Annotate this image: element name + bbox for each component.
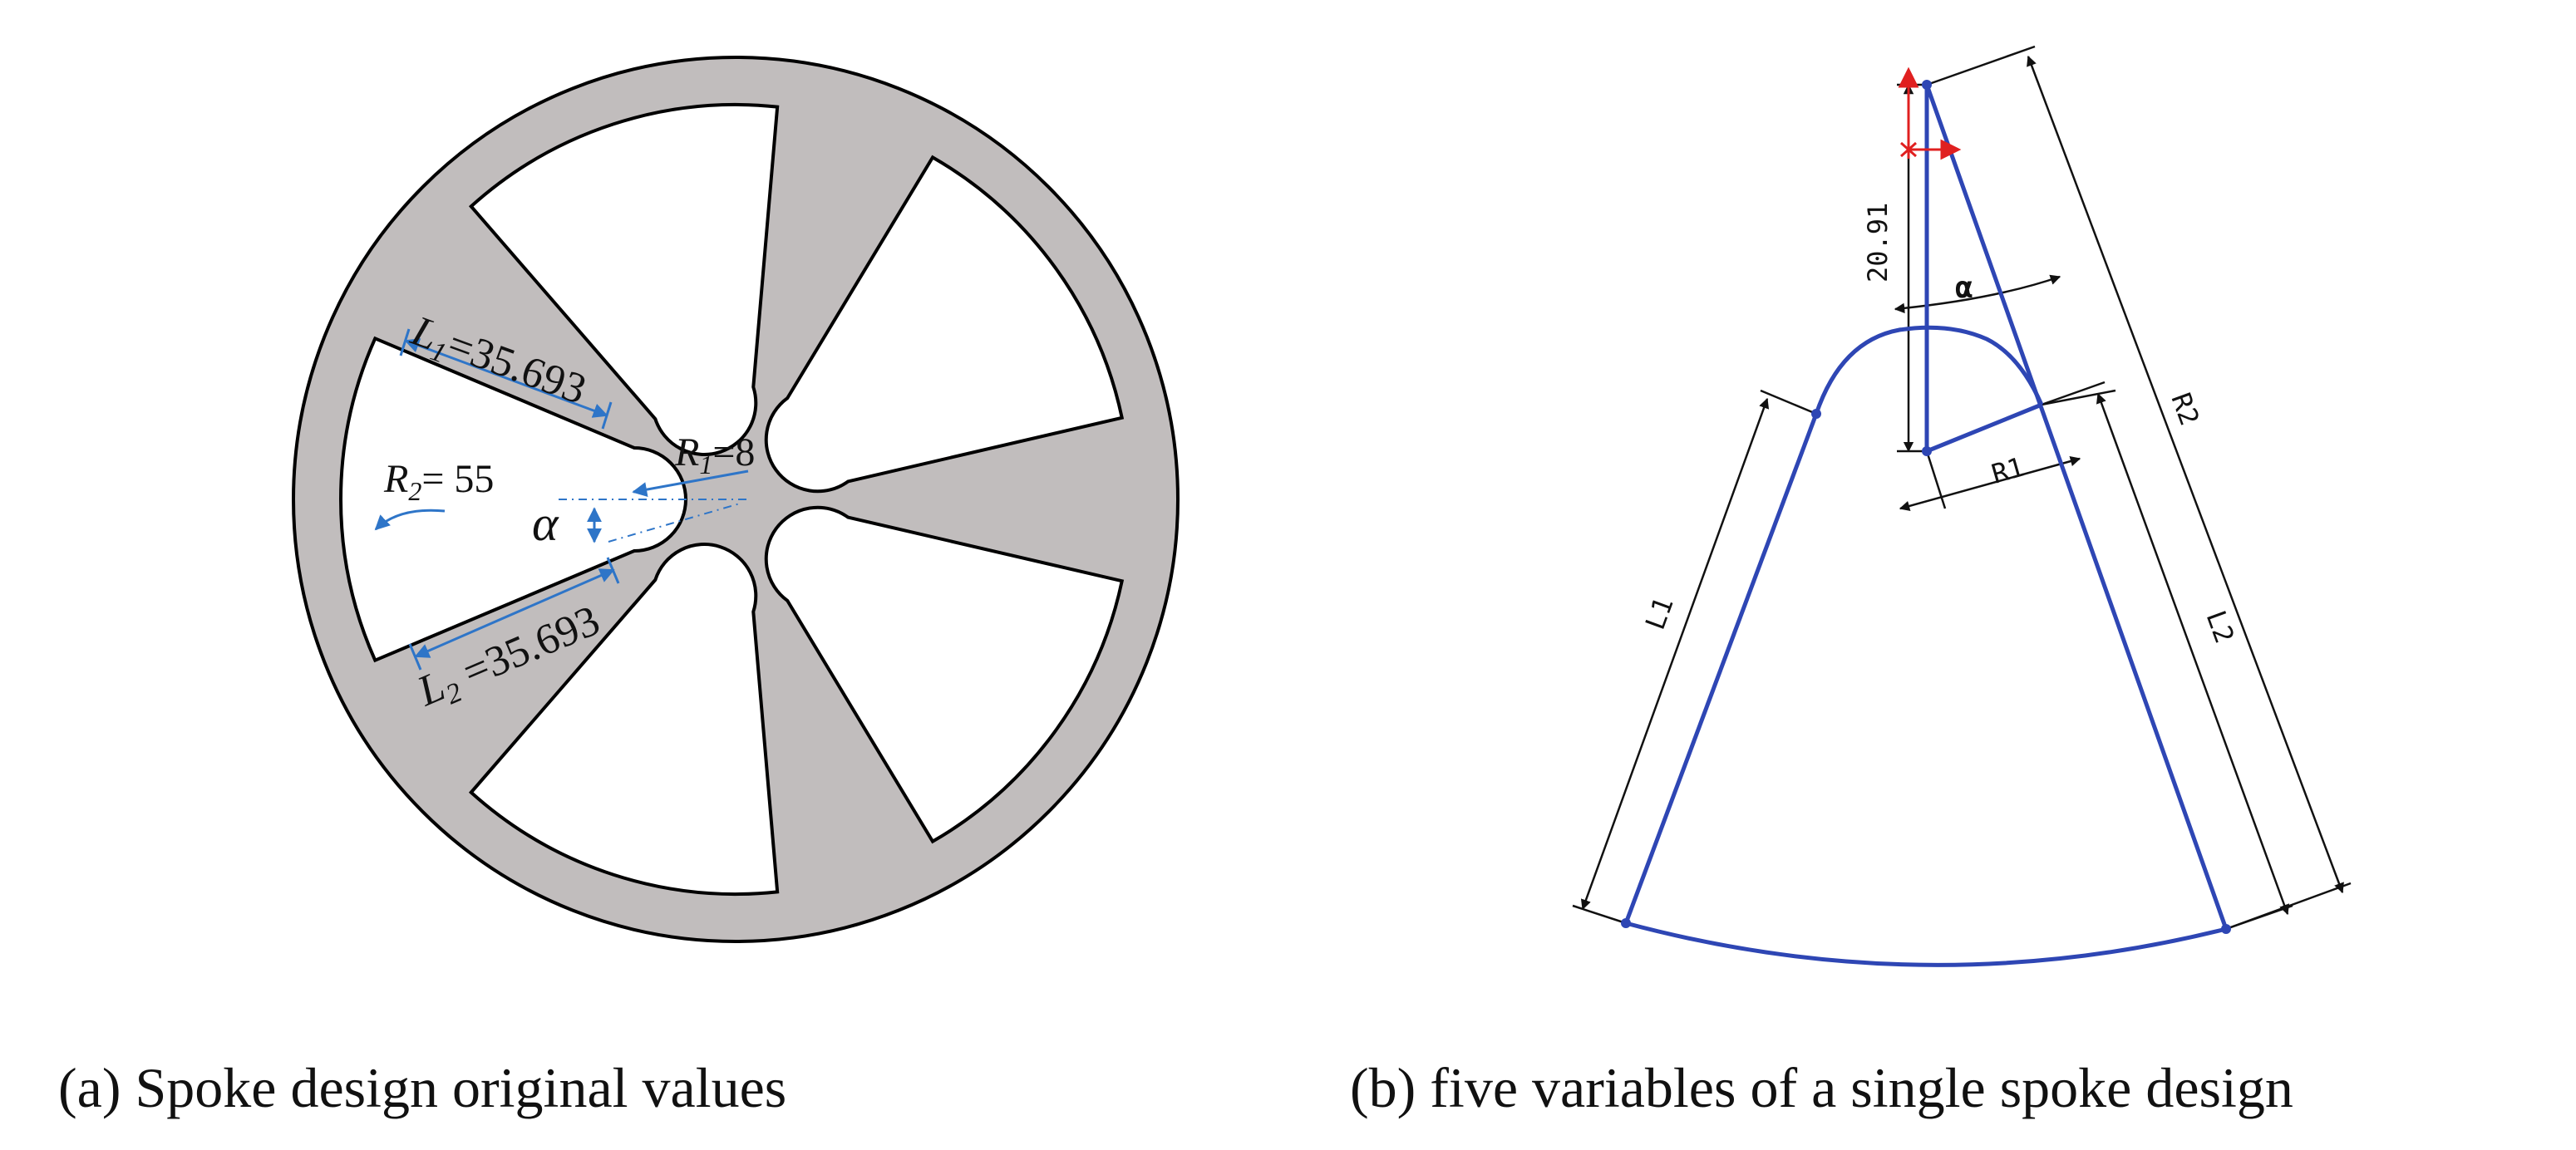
origin-constraint-marker: [1898, 66, 1962, 160]
l2-dim-label: L2: [2199, 607, 2240, 647]
sketch-top-arc: [1814, 325, 2044, 415]
wheel: [291, 56, 1180, 943]
panel-a: L1=35.693 L2 =35.693 R1=8 R2= 55 α (a) S…: [58, 56, 1180, 1119]
alpha-dimension-arc: [1894, 274, 2061, 314]
l2-extension-right: [606, 557, 620, 584]
r2-ext-top: [1926, 45, 2036, 86]
l1-extension-right: [601, 401, 613, 430]
point-left-top: [1811, 409, 1821, 419]
r1-dim-ext-right: [2041, 389, 2116, 406]
r2-dim-label: R2: [2165, 389, 2205, 430]
alpha-slant-line: [608, 503, 741, 543]
panel-a-caption: (a) Spoke design original values: [58, 1056, 786, 1119]
panel-b: 20.91 α R1 R2 L1 L2 (b) five variables o…: [1350, 45, 2352, 1119]
l1-dimension-line: [1580, 397, 1770, 911]
point-left-bottom: [1621, 918, 1631, 928]
r2-dimension-line: [2027, 55, 2344, 894]
spoke-sketch: [1623, 84, 2229, 967]
l2-dimension-line: [2096, 392, 2290, 916]
origin-star: [1900, 140, 1917, 159]
l2-ext-top: [2041, 381, 2106, 406]
panel-b-labels: 20.91 α R1 R2 L1 L2: [1639, 203, 2241, 647]
r1-label: R1=8: [674, 430, 755, 479]
panel-a-annotations: [374, 328, 749, 671]
origin-arrow-up: [1898, 66, 1919, 88]
origin-arrow-right: [1940, 139, 1962, 160]
point-center: [1922, 446, 1932, 456]
point-top: [1922, 80, 1932, 90]
l1-ext-bottom: [1572, 904, 1627, 925]
sketch-points: [1621, 80, 2231, 934]
r2-leader: [374, 509, 446, 531]
sketch-r1-line: [1926, 402, 2042, 454]
wheel-body: [291, 56, 1180, 943]
l1-dimension-line: [404, 338, 608, 418]
r1-dim-label: R1: [1988, 451, 2028, 490]
l1-dim-label: L1: [1639, 593, 1680, 634]
point-right-bottom: [2221, 924, 2231, 934]
sketch-bottom-arc: [1625, 921, 2227, 967]
sketch-slant-line: [1924, 84, 2229, 930]
r2-label: R2= 55: [383, 457, 494, 506]
height-label: 20.91: [1862, 203, 1894, 283]
alpha-dim-label: α: [1955, 271, 1973, 305]
panel-b-caption: (b) five variables of a single spoke des…: [1350, 1056, 2293, 1119]
r1-leader: [632, 469, 749, 497]
l2-dimension-line: [414, 568, 615, 658]
sketch-left-line: [1623, 413, 1819, 924]
alpha-label: α: [532, 496, 559, 551]
l1-ext-top: [1760, 389, 1817, 415]
l1-extension-left: [399, 328, 411, 356]
l2-extension-left: [408, 643, 422, 671]
l2-ext-bottom: [2225, 904, 2293, 931]
